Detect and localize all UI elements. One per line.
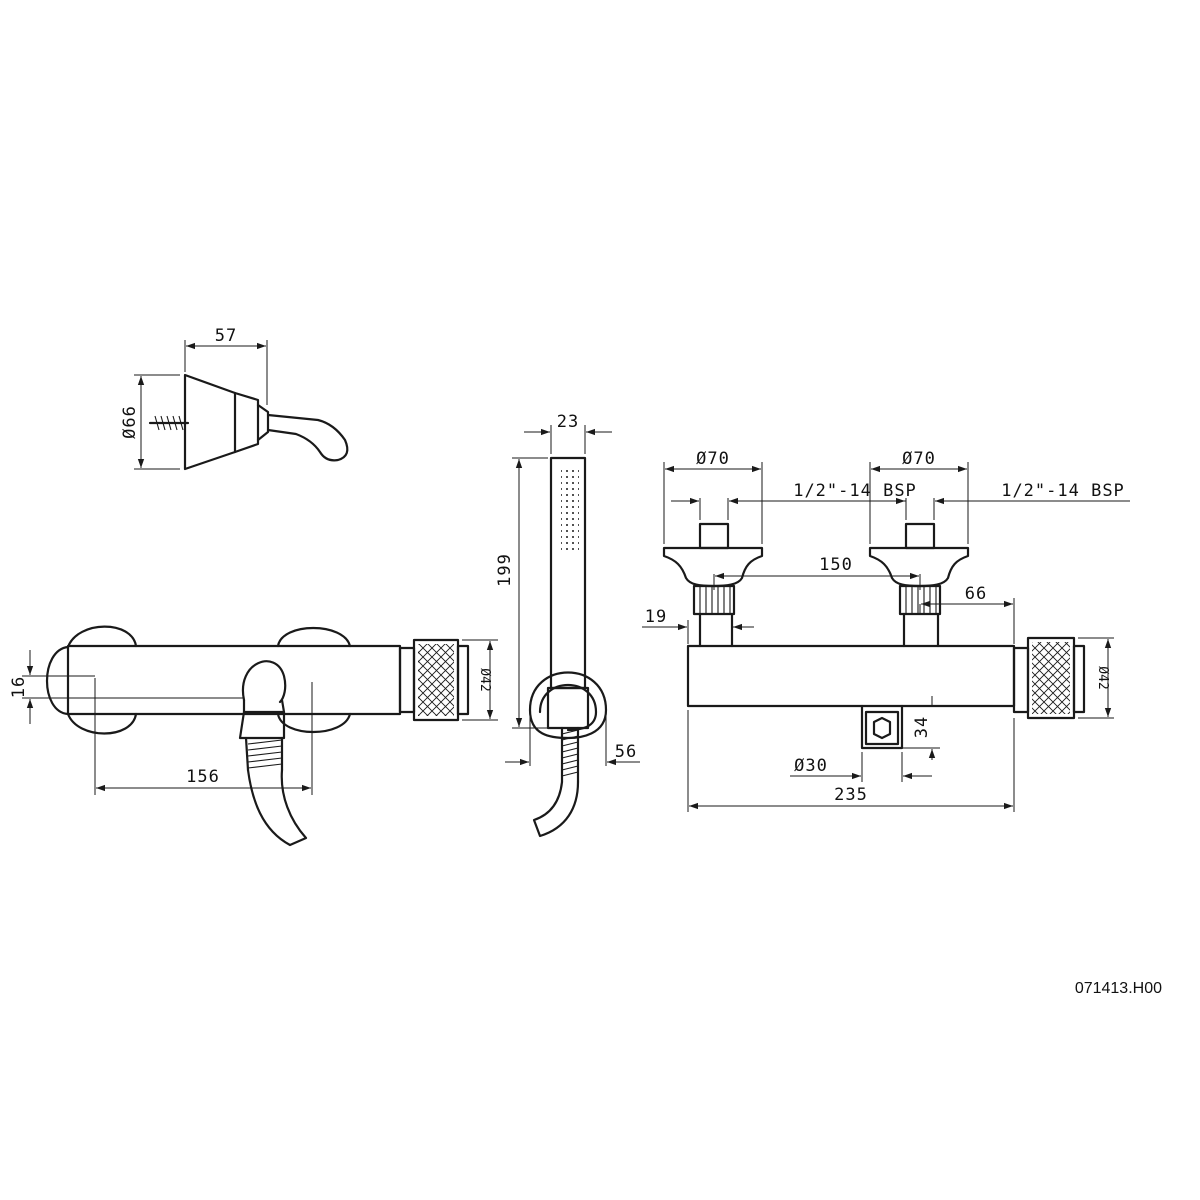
front-height-dim: 16 xyxy=(9,676,29,698)
shower-width-dim: 23 xyxy=(557,412,579,432)
shower-length-dim: 199 xyxy=(495,553,515,587)
hand-shower-view: 23 199 56 xyxy=(495,412,640,838)
offset-dim: 66 xyxy=(965,584,987,604)
front-knob-dim: Ø42 xyxy=(477,668,492,691)
bracket-width-dim: 57 xyxy=(215,326,237,346)
outlet-diameter-dim: Ø30 xyxy=(794,756,828,776)
thread-right-label: 1/2"-14 BSP xyxy=(1001,481,1125,501)
front-view: 156 16 Ø42 xyxy=(9,625,498,847)
holder-dim: 56 xyxy=(615,742,637,762)
eccentric-right-dim: Ø70 xyxy=(902,449,936,469)
drawing-code: 071413.H00 xyxy=(1075,980,1162,997)
screw-icon xyxy=(148,415,190,431)
top-centers-dim: 150 xyxy=(819,555,853,575)
eccentric-left-dim: Ø70 xyxy=(696,449,730,469)
top-view: Ø70 Ø70 1/2"-14 BSP 1/2"-14 BSP 150 66 1… xyxy=(642,449,1130,812)
top-length-dim: 235 xyxy=(834,785,868,805)
top-knob-dim: Ø42 xyxy=(1095,666,1110,689)
thread-left-label: 1/2"-14 BSP xyxy=(793,481,917,501)
bracket-diameter-dim: Ø66 xyxy=(120,405,140,439)
pipe-dim: 19 xyxy=(645,607,667,627)
wall-bracket-view: 57 Ø66 xyxy=(120,326,349,471)
front-centers-dim: 156 xyxy=(186,767,220,787)
outlet-height-dim: 34 xyxy=(912,716,932,738)
